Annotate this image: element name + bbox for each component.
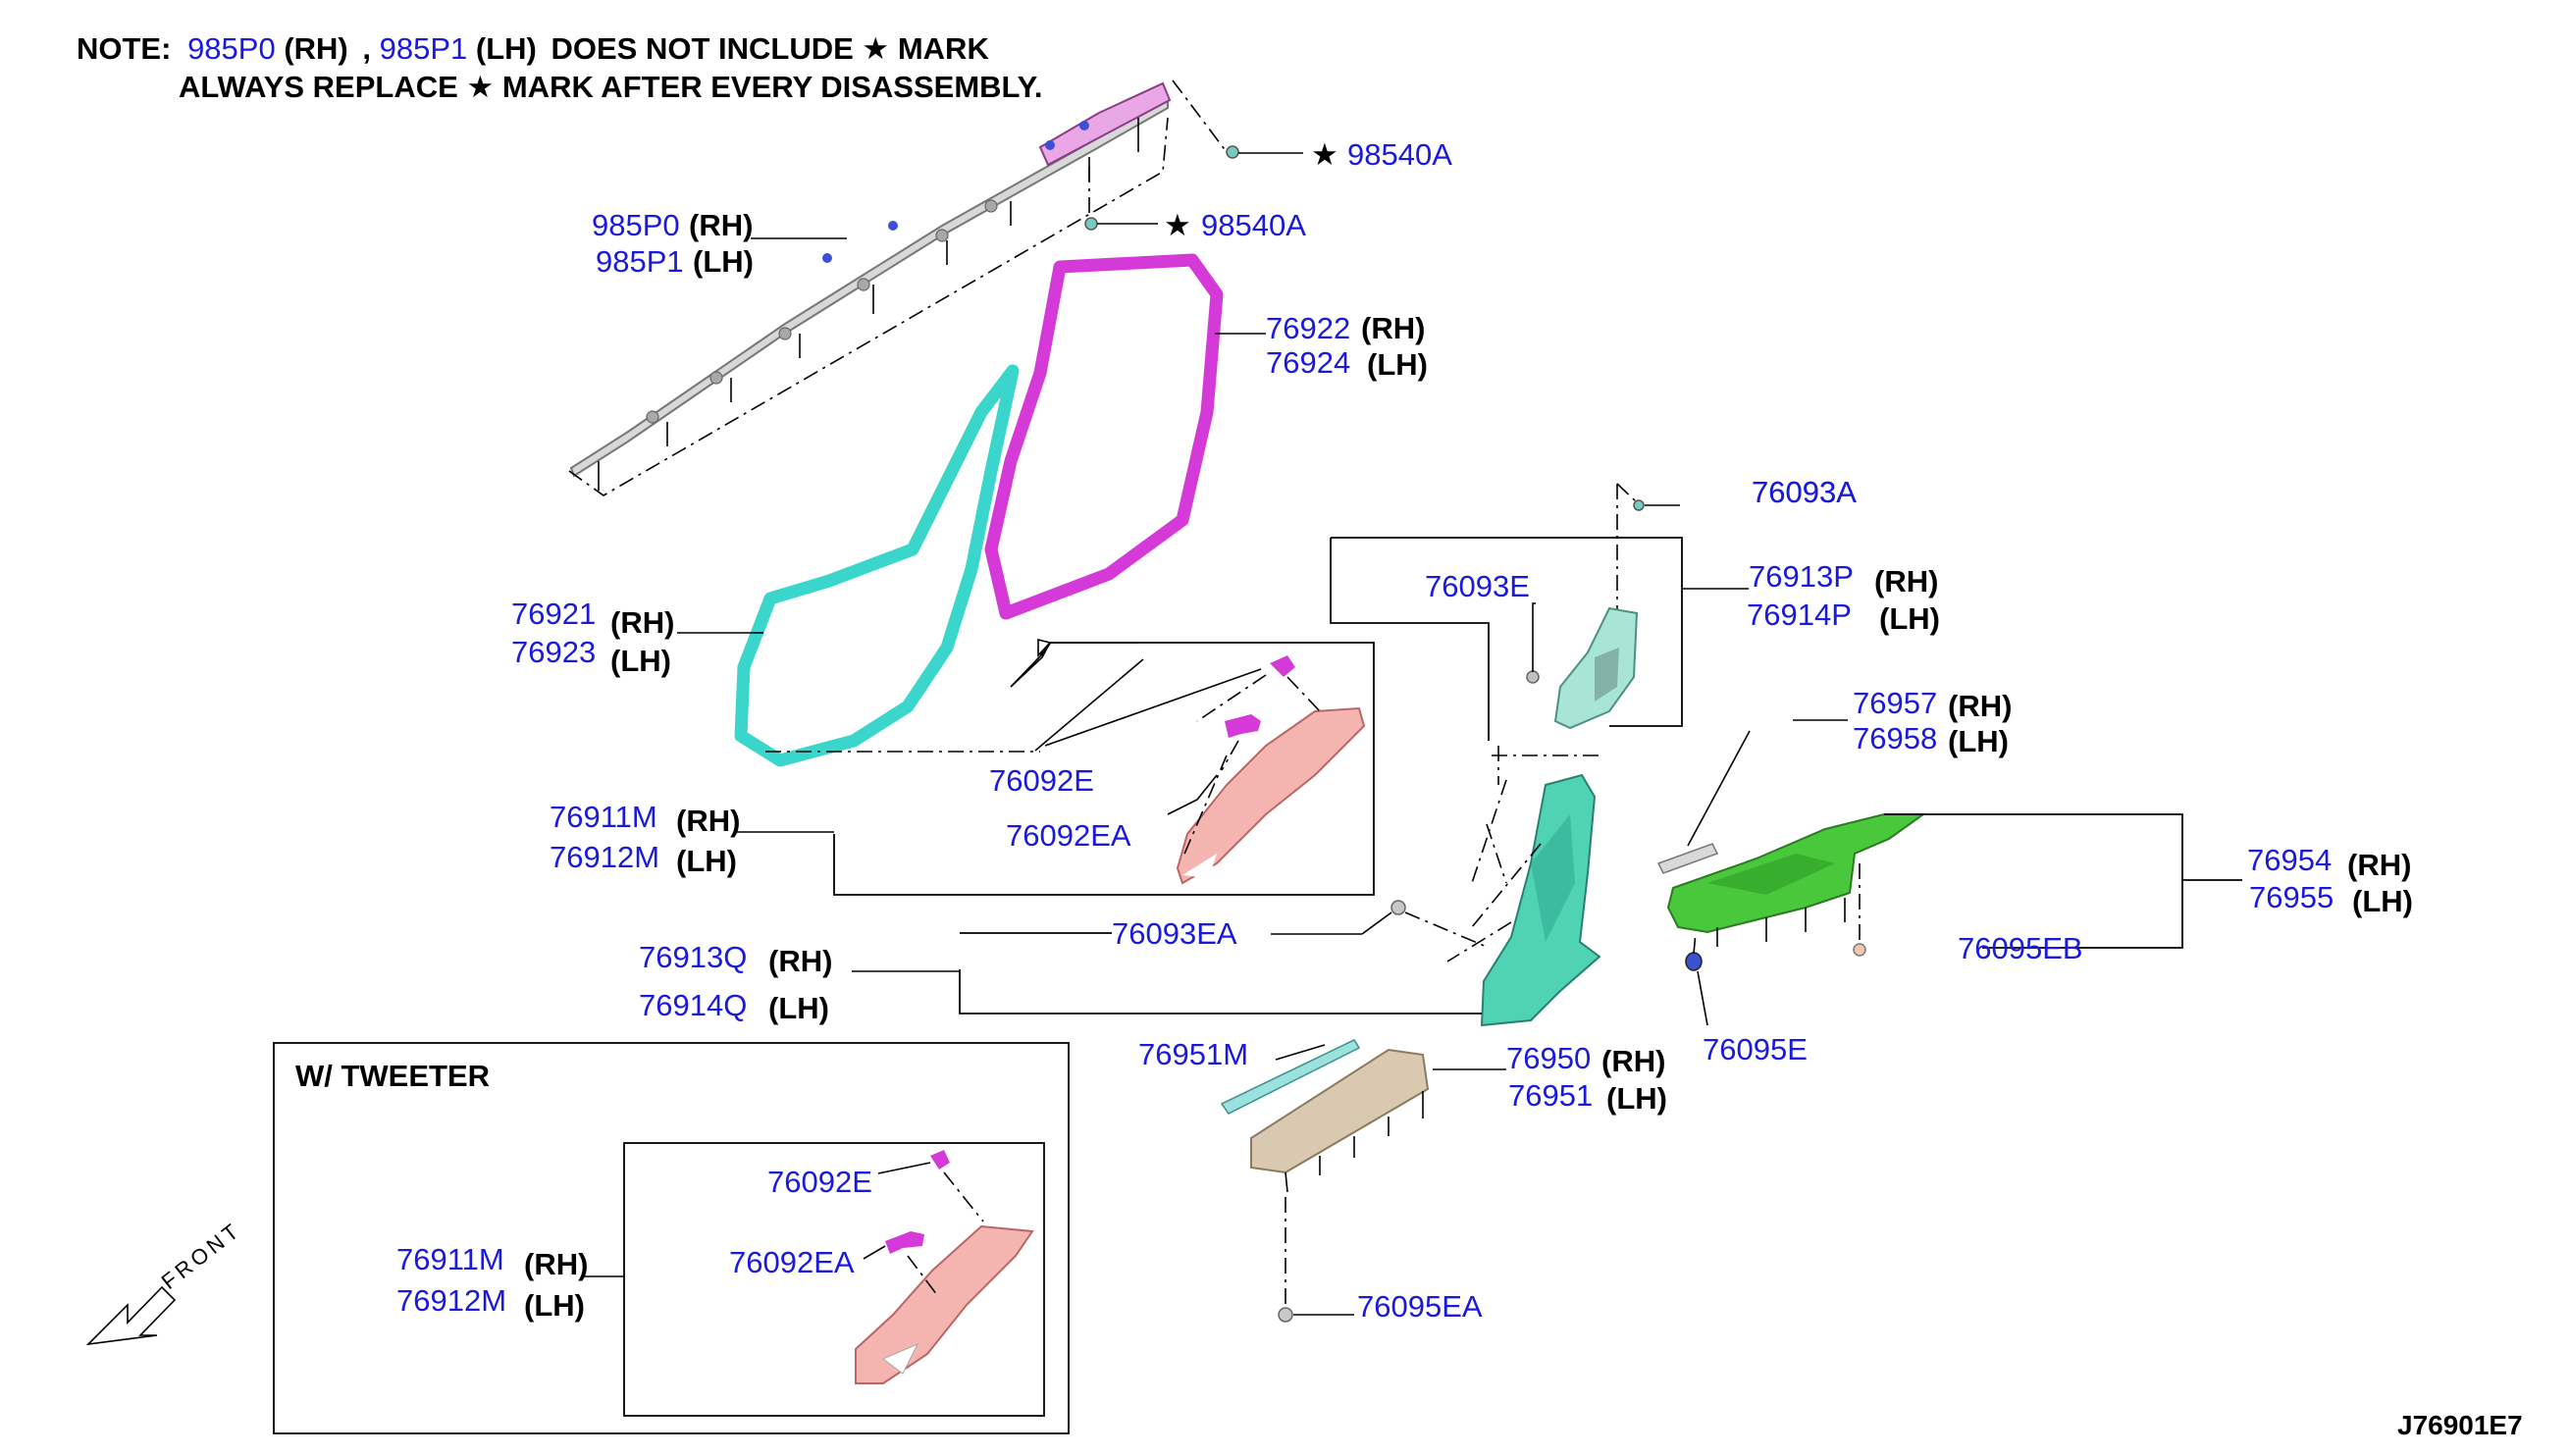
clip-76093A[interactable]: [1633, 499, 1645, 511]
clip-76095EA[interactable]: [1278, 1307, 1293, 1323]
part-76950[interactable]: 76950: [1506, 1041, 1591, 1075]
front-door-weatherstrip[interactable]: [734, 364, 1020, 767]
note-line2-head: ALWAYS REPLACE: [179, 70, 458, 104]
tweeter-box: [273, 1042, 1070, 1434]
side-lh-label: (LH): [2352, 884, 2413, 918]
side-lh-label: (LH): [1879, 601, 1940, 636]
part-76911M[interactable]: 76911M: [550, 800, 657, 834]
part-76912M[interactable]: 76912M: [550, 840, 659, 874]
clip-76095E[interactable]: [1685, 952, 1703, 971]
clip-76092E[interactable]: [1270, 655, 1295, 677]
part-76954[interactable]: 76954: [2247, 843, 2332, 877]
side-rh-label: (RH): [2347, 848, 2411, 882]
part-76093A[interactable]: 76093A: [1752, 475, 1857, 509]
diagram-code: J76901E7: [2397, 1410, 2523, 1440]
tweeter-pillar-garnish[interactable]: [855, 1224, 1034, 1384]
side-rh-label: (RH): [1601, 1044, 1665, 1078]
part-76914P[interactable]: 76914P: [1747, 598, 1852, 632]
clip-76095EB[interactable]: [1853, 943, 1866, 957]
clip-76092EA[interactable]: [1225, 714, 1261, 738]
tweeter-part-76912M[interactable]: 76912M: [396, 1283, 506, 1318]
part-76921[interactable]: 76921: [511, 597, 596, 631]
tweeter-box-title: W/ TWEETER: [295, 1059, 490, 1093]
note-mark-word: MARK: [898, 31, 990, 66]
part-76955[interactable]: 76955: [2249, 880, 2334, 914]
part-98540A-top[interactable]: 98540A: [1347, 137, 1452, 172]
side-rh-label: (RH): [1874, 564, 1938, 598]
tweeter-clip-76092EA[interactable]: [885, 1231, 924, 1254]
side-lh-label: (LH): [768, 991, 829, 1025]
note-line1-tail: DOES NOT INCLUDE: [551, 31, 854, 66]
tweeter-part-76092EA[interactable]: 76092EA: [729, 1245, 855, 1279]
part-76951[interactable]: 76951: [1508, 1078, 1593, 1113]
front-kicking-plate-lamp[interactable]: [1220, 1039, 1361, 1115]
side-lh-label: (LH): [693, 244, 754, 279]
front-arrow-icon: [85, 1285, 177, 1346]
svg-text:NOTE: 985P0 (RH): NOTE: 985P0 (RH) , 985P1 (LH) DOES NOT I…: [77, 31, 989, 66]
note-separator: ,: [362, 31, 371, 66]
part-76093A-label[interactable]: 76093A: [1752, 475, 1857, 509]
rear-door-weatherstrip[interactable]: [984, 253, 1224, 620]
kicking-plate-clip-strip[interactable]: [1656, 843, 1719, 874]
front-label: FRONT: [157, 1217, 246, 1294]
side-rh-label: (RH): [768, 944, 832, 978]
clip-98540A-mid[interactable]: ★ 98540A: [1084, 208, 1306, 242]
tweeter-part-76092E[interactable]: 76092E: [767, 1165, 872, 1199]
clip-98540A-top[interactable]: ★ 98540A: [1226, 137, 1452, 172]
part-76957[interactable]: 76957: [1853, 686, 1937, 720]
part-76093E[interactable]: 76093E: [1425, 569, 1530, 603]
part-985P0[interactable]: 985P0: [592, 208, 680, 242]
part-76951M[interactable]: 76951M: [1138, 1037, 1248, 1071]
part-76092EA[interactable]: 76092EA: [1006, 818, 1131, 853]
part-76924[interactable]: 76924: [1266, 345, 1350, 380]
part-76958[interactable]: 76958: [1853, 721, 1937, 755]
part-76095E[interactable]: 76095E: [1703, 1032, 1808, 1066]
part-76095EB[interactable]: 76095EB: [1958, 931, 2083, 965]
part-76093EA[interactable]: 76093EA: [1112, 916, 1237, 951]
part-76913P[interactable]: 76913P: [1749, 559, 1854, 594]
star-icon: ★: [1164, 208, 1191, 242]
note-prefix: NOTE:: [77, 31, 171, 66]
tweeter-part-76911M[interactable]: 76911M: [396, 1242, 504, 1276]
side-rh-label: (RH): [610, 605, 674, 640]
note-rh: (RH): [284, 31, 347, 66]
part-985P1[interactable]: 985P1: [596, 244, 684, 279]
front-pillar-garnish[interactable]: [1176, 706, 1366, 885]
svg-text:ALWAYS REPLACE ★ M: ALWAYS REPLACE ★ MARK AFTER EVERY DISASS…: [179, 70, 1043, 104]
side-lh-label: (LH): [1948, 724, 2009, 758]
note-part-rh[interactable]: 985P0: [187, 31, 276, 66]
note-lh: (LH): [476, 31, 537, 66]
note-line2-tail: MARK AFTER EVERY DISASSEMBLY.: [502, 70, 1043, 104]
clip-76093EA[interactable]: [1390, 900, 1406, 915]
side-lh-label: (LH): [1367, 347, 1428, 382]
star-icon: ★: [466, 70, 494, 104]
note-part-lh[interactable]: 985P1: [380, 31, 468, 66]
part-76923[interactable]: 76923: [511, 635, 596, 669]
tweeter-inner-box: [623, 1142, 1045, 1417]
front-kicking-plate[interactable]: [1250, 1048, 1430, 1174]
side-rh-label: (RH): [524, 1247, 588, 1281]
side-rh-label: (RH): [1361, 311, 1425, 345]
star-icon: ★: [1311, 137, 1338, 172]
star-icon: ★: [862, 31, 889, 66]
clip-76093E[interactable]: [1526, 670, 1540, 684]
side-lh-label: (LH): [676, 844, 737, 878]
part-76914Q[interactable]: 76914Q: [639, 988, 747, 1022]
side-lh-label: (LH): [524, 1288, 585, 1323]
tweeter-clip-76092E[interactable]: [930, 1150, 950, 1170]
side-rh-label: (RH): [1948, 689, 2012, 723]
part-76913Q[interactable]: 76913Q: [639, 940, 747, 974]
side-lh-label: (LH): [1606, 1081, 1667, 1116]
part-76922[interactable]: 76922: [1266, 311, 1350, 345]
side-rh-label: (RH): [676, 804, 740, 838]
roof-side-garnish: [568, 79, 1228, 496]
part-98540A-mid[interactable]: 98540A: [1201, 208, 1306, 242]
side-lh-label: (LH): [610, 644, 671, 678]
part-76095EA[interactable]: 76095EA: [1357, 1289, 1483, 1324]
side-rh-label: (RH): [689, 208, 753, 242]
note-text: NOTE: 985P0 (RH) , 985P1 (LH) DOES NOT I…: [77, 31, 1043, 104]
part-76092E[interactable]: 76092E: [989, 763, 1094, 798]
